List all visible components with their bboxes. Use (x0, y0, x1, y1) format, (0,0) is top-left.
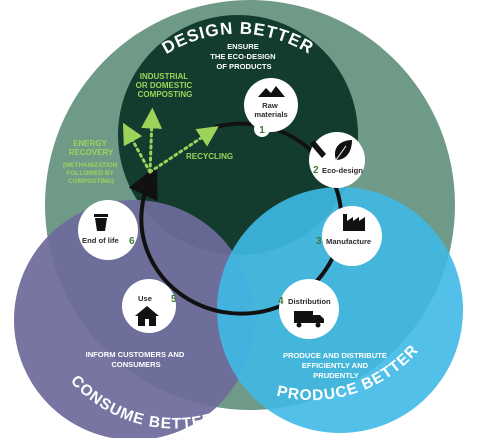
step-2-label: Eco-design (322, 166, 363, 175)
step-raw-materials: Raw materials 1 (244, 78, 298, 137)
consume-better-text: INFORM CUSTOMERS AND CONSUMERS (86, 350, 187, 369)
recycling-label: RECYCLING (186, 152, 233, 161)
produce-better-text: PRODUCE AND DISTRIBUTE EFFICIENTLY AND P… (283, 351, 389, 380)
energy-recovery-label: ENERGY RECOVERY (69, 139, 114, 157)
leaf-icon (334, 140, 352, 161)
step-end-of-life: End of life 6 (78, 200, 138, 260)
raw-materials-icon (258, 86, 285, 97)
step-4-label: Distribution (288, 297, 331, 306)
step-2-number: 2 (313, 165, 319, 176)
design-better-text: ENSURE THE ECO-DESIGN OF PRODUCTS (210, 42, 278, 71)
step-3-number: 3 (316, 236, 322, 247)
trash-icon (94, 214, 108, 231)
composting-label: INDUSTRIAL OR DOMESTIC COMPOSTING (136, 72, 195, 99)
step-3-label: Manufacture (326, 237, 371, 246)
step-1-label: Raw materials (254, 101, 287, 119)
step-5-label: Use (138, 294, 152, 303)
truck-icon (294, 311, 324, 328)
pencil-icon (310, 140, 326, 158)
end-of-life-arrows (122, 107, 219, 174)
factory-icon (343, 214, 365, 231)
step-manufacture: 3 Manufacture (316, 206, 382, 266)
step-use: Use 5 (122, 279, 177, 333)
step-4-number: 4 (278, 296, 284, 307)
step-6-number: 6 (129, 236, 135, 247)
step-distribution: 4 Distribution (278, 279, 339, 339)
step-5-number: 5 (171, 294, 177, 305)
step-eco-design: 2 Eco-design (309, 132, 365, 188)
house-icon (135, 306, 159, 326)
step-6-label: End of life (82, 236, 119, 245)
produce-better-circle (217, 187, 463, 433)
step-1-number: 1 (259, 125, 265, 136)
energy-recovery-note: (METHANIZATION FOLLOWED BY COMPOSTING) (63, 162, 119, 185)
